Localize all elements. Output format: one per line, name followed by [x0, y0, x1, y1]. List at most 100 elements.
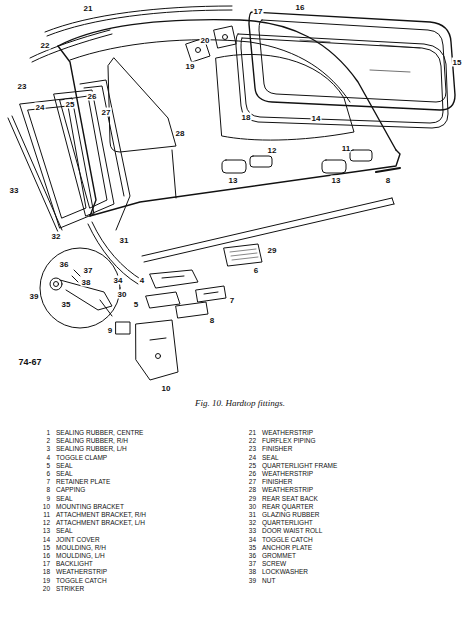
part-name: GROMMET [262, 552, 296, 559]
part-name: QUARTERLIGHT FRAME [262, 461, 337, 468]
callout-number: 30 [117, 290, 128, 299]
part-name: ANCHOR PLATE [262, 543, 312, 550]
grommet [54, 282, 59, 287]
part-name: MOULDING, L/H [56, 552, 105, 559]
part-name: CAPPING [56, 486, 85, 493]
part-number: 26 [249, 470, 256, 477]
part-number: 4 [46, 453, 50, 460]
part-name: GLAZING RUBBER [262, 511, 319, 518]
callout-number: 28 [175, 129, 186, 138]
callout-number: 35 [61, 300, 72, 309]
bracket-hole [156, 354, 161, 359]
body-line [172, 150, 176, 198]
callout-number: 17 [253, 7, 264, 16]
attachment-bracket [250, 156, 272, 167]
capping [176, 302, 208, 318]
part-name: SCREW [262, 560, 286, 567]
part-name: LOCKWASHER [262, 568, 308, 575]
part-number: 23 [249, 445, 256, 452]
callout-number: 32 [51, 232, 62, 241]
callout-number: 19 [185, 62, 196, 71]
callout-number: 16 [295, 2, 306, 11]
part-name: SEAL [262, 453, 279, 460]
part-number: 3 [46, 445, 50, 452]
part-number: 6 [46, 470, 50, 477]
callout-number: 7 [229, 296, 235, 305]
part-number: 11 [43, 511, 50, 518]
part-number: 10 [43, 502, 50, 509]
part-name: FINISHER [262, 445, 292, 452]
callout-number: 11 [341, 144, 351, 153]
part-name: MOUNTING BRACKET [56, 502, 124, 509]
sealing-rubber [236, 34, 448, 128]
part-number: 34 [249, 535, 256, 542]
part-number: 36 [249, 552, 256, 559]
part-name: STRIKER [56, 584, 84, 591]
part-name: WEATHERSTRIP [262, 470, 313, 477]
part-name: SEAL [56, 470, 73, 477]
part-name: SEAL [56, 527, 73, 534]
callout-number: 31 [119, 236, 130, 245]
rear-quarter [88, 222, 142, 284]
seal [116, 322, 130, 334]
seal [222, 160, 246, 173]
callout-number: 12 [267, 146, 278, 155]
callout-number: 10 [161, 384, 172, 393]
moulding [142, 198, 394, 262]
part-number: 2 [46, 437, 50, 444]
part-name: QUARTERLIGHT [262, 519, 313, 526]
part-number: 33 [249, 527, 256, 534]
callout-number: 9 [107, 326, 113, 335]
callout-number: 26 [87, 92, 98, 101]
striker [214, 26, 236, 48]
part-name: RETAINER PLATE [56, 478, 110, 485]
callout-number: 6 [253, 266, 259, 275]
figure-number: 74-67 [18, 357, 41, 367]
striker-hole [223, 35, 228, 40]
part-name: TOGGLE CATCH [262, 535, 313, 542]
part-number: 8 [46, 486, 50, 493]
callout-number: 23 [17, 82, 28, 91]
part-name: JOINT COVER [56, 535, 100, 542]
part-number: 9 [46, 494, 50, 501]
hardtop-sill [90, 150, 400, 216]
part-name: REAR SEAT BACK [262, 494, 318, 501]
callout-number: 4 [139, 276, 145, 285]
part-number: 17 [43, 560, 50, 567]
callout-number: 8 [209, 316, 215, 325]
seal [322, 160, 346, 173]
part-number: 5 [46, 461, 50, 468]
backlight-frame [249, 12, 455, 110]
part-number: 31 [249, 511, 256, 518]
anchor-plate [100, 300, 112, 316]
part-number: 28 [249, 486, 256, 493]
part-name: FINISHER [262, 478, 292, 485]
part-number: 25 [249, 461, 256, 468]
seal [146, 292, 180, 308]
quarterlight [20, 98, 94, 228]
part-number: 29 [249, 494, 256, 501]
part-name: SEALING RUBBER, L/H [56, 445, 127, 452]
seal-plate [224, 244, 262, 266]
finisher [84, 86, 124, 196]
screw [72, 270, 80, 282]
part-number: 35 [249, 543, 256, 550]
part-name: WEATHERSTRIP [56, 568, 107, 575]
toggle-clamp [150, 270, 198, 288]
part-name: BACKLIGHT [56, 560, 93, 567]
part-number: 30 [249, 502, 256, 509]
callout-number: 27 [101, 108, 112, 117]
part-name: ATTACHMENT BRACKET, R/H [56, 511, 146, 518]
part-number: 13 [43, 527, 50, 534]
figure-caption: Fig. 10. Hardtop fittings. [195, 398, 285, 408]
part-number: 22 [249, 437, 256, 444]
callout-number: 37 [83, 266, 94, 275]
callout-number: 33 [9, 186, 20, 195]
callout-number: 13 [331, 176, 342, 185]
callout-number: 36 [59, 260, 70, 269]
part-number: 32 [249, 519, 256, 526]
part-name: TOGGLE CATCH [56, 576, 107, 583]
callout-number: 8 [385, 176, 391, 185]
part-name: SEALING RUBBER, CENTRE [56, 429, 143, 436]
callout-number: 38 [81, 278, 92, 287]
